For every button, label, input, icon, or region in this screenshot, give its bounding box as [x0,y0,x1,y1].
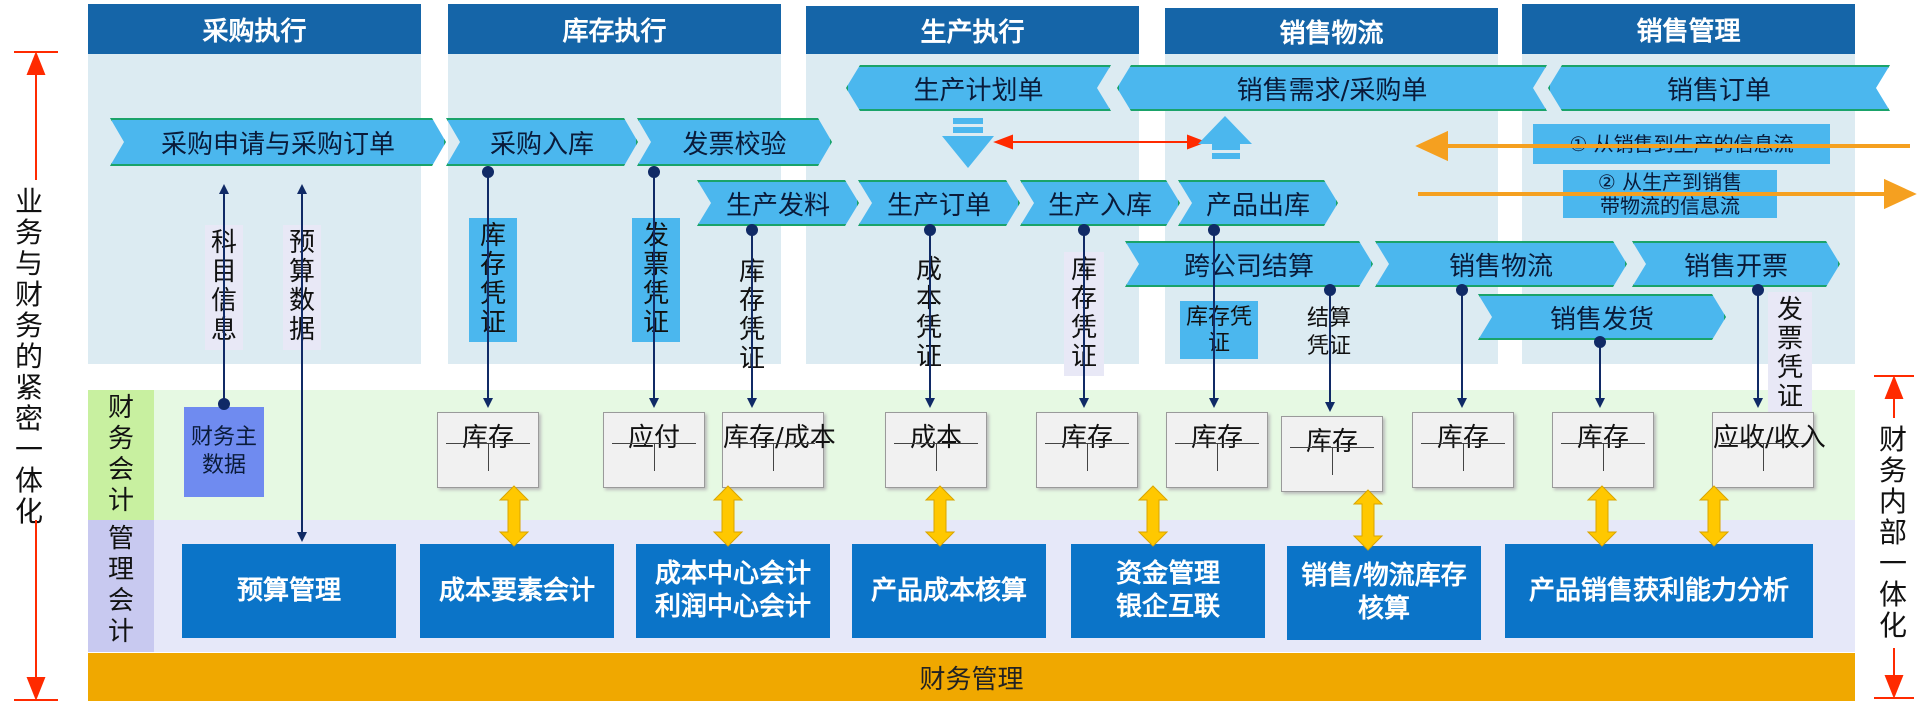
voucher-inventory-1: 库存凭证 [469,218,517,342]
step-sales-demand: 销售需求/采购单 [1117,65,1547,111]
ledger-inventory-cost: 库存/成本 [722,412,836,488]
side-arrow-left [14,51,58,701]
voucher-inventory-4: 库存凭证 [1180,301,1258,359]
step-production-plan: 生产计划单 [846,65,1111,111]
step-purchase-request-order: 采购申请与采购订单 [110,118,446,166]
connectors-navy [218,166,1764,542]
module-sales-logistics-inventory: 销售/物流库存 核算 [1287,546,1481,640]
step-cross-company-settlement: 跨公司结算 [1125,241,1373,287]
module-profitability-analysis: 产品销售获利能力分析 [1505,544,1813,638]
ledger-inventory-3: 库存 [1166,412,1268,488]
ledger-inventory-4: 库存 [1281,416,1383,492]
ledger-inventory-6: 库存 [1552,412,1654,488]
panel-purchase [88,42,421,364]
header-inventory-execution: 库存执行 [448,4,781,54]
step-sales-logistics: 销售物流 [1375,241,1627,287]
voucher-settlement: 结算凭证 [1306,306,1351,359]
header-sales-management: 销售管理 [1522,4,1855,54]
block-arrow-down [942,118,994,168]
ledger-payable: 应付 [603,412,705,488]
label-financial-accounting: 财务会计 [88,390,154,520]
ledger-inventory-1: 库存 [437,412,539,488]
side-label-business-finance: 业务与财务的紧密一体化 [14,185,43,528]
step-sales-order: 销售订单 [1548,65,1890,111]
side-arrow-right [1874,375,1914,699]
module-cost-element-accounting: 成本要素会计 [420,544,614,638]
label-management-accounting: 管理会计 [88,520,154,652]
step-product-outbound: 产品出库 [1178,180,1338,226]
finance-master-data: 财务主数据 [184,407,264,497]
step-production-receipt: 生产入库 [1020,180,1180,226]
module-budget-management: 预算管理 [182,544,396,638]
ledger-inventory-5: 库存 [1412,412,1514,488]
voucher-invoice-1: 发票凭证 [632,218,680,342]
step-production-issue: 生产发料 [697,180,859,226]
block-arrow-up [1198,116,1252,159]
module-product-costing: 产品成本核算 [852,544,1046,638]
header-purchase-execution: 采购执行 [88,4,421,54]
ledger-receivable-revenue: 应收/收入 [1712,412,1826,488]
info-flow-arrows [1415,130,1917,210]
ledger-inventory-2: 库存 [1036,412,1138,488]
step-invoice-verification: 发票校验 [637,118,832,166]
ledger-cost: 成本 [885,412,987,488]
band-financial-management: 财务管理 [88,653,1855,701]
voucher-invoice-2: 发票凭证 [1768,292,1812,412]
step-purchase-receipt: 采购入库 [446,118,638,166]
side-label-finance-internal: 财务内部一体化 [1878,423,1907,642]
step-production-order: 生产订单 [858,180,1020,226]
voucher-cost: 成本凭证 [915,255,942,372]
header-sales-logistics: 销售物流 [1165,8,1498,54]
header-production-execution: 生产执行 [806,6,1139,54]
module-treasury-bank-link: 资金管理 银企互联 [1071,544,1265,638]
plan-demand-arrow [993,134,1207,150]
gold-double-arrows [498,485,1730,551]
module-cost-profit-center-accounting: 成本中心会计 利润中心会计 [636,544,830,638]
step-sales-invoicing: 销售开票 [1632,241,1840,287]
